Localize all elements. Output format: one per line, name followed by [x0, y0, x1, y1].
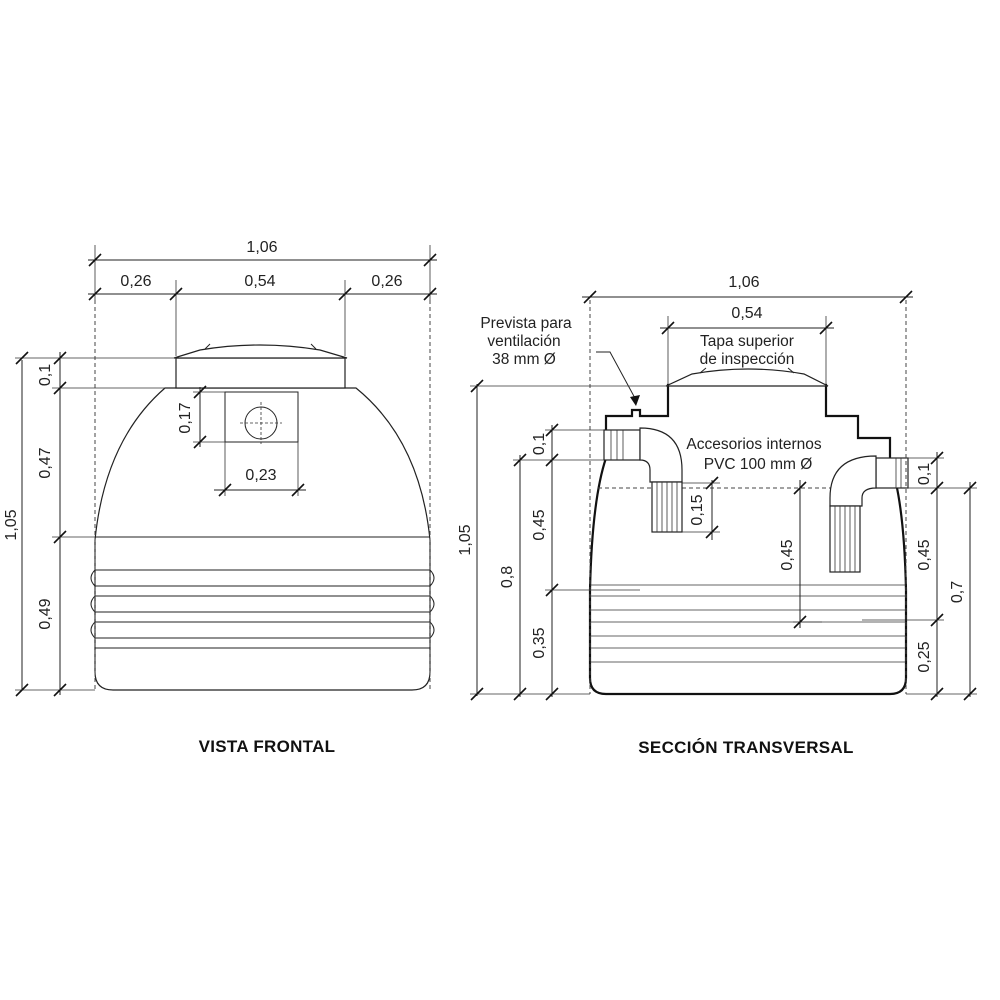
frontal-pipe-height-label: 0,17 [177, 402, 194, 433]
frontal-lid [173, 344, 348, 359]
frontal-right-side-label: 0,26 [371, 273, 402, 290]
vent-note-line3: 38 mm Ø [492, 351, 556, 368]
frontal-pipe-width-label: 0,23 [245, 467, 276, 484]
section-lid [665, 368, 829, 387]
section-caption: SECCIÓN TRANSVERSAL [638, 738, 853, 757]
frontal-view: 1,06 0,26 0,54 0,26 1,05 0,1 0,47 0,49 [3, 239, 437, 756]
section-right-bottom-label: 0,25 [916, 641, 933, 672]
frontal-upper-label: 0,47 [37, 447, 54, 478]
section-right-top-label: 0,1 [916, 463, 933, 485]
frontal-total-width-label: 1,06 [246, 239, 277, 256]
section-total-height-label: 1,05 [457, 524, 474, 555]
section-ribs [590, 584, 906, 663]
section-inner-drop-label: 0,15 [689, 494, 706, 525]
section-right-mid-label: 0,45 [916, 539, 933, 570]
vent-note-line2: ventilación [487, 333, 560, 350]
section-total-width-label: 1,06 [728, 274, 759, 291]
section-inlet-height-label: 0,8 [499, 566, 516, 588]
section-tank-outline [588, 383, 908, 696]
frontal-pipe-square [224, 391, 299, 443]
vent-leader [596, 351, 637, 401]
outlet-pipe-stub [875, 457, 909, 489]
section-inlet-fitting [603, 427, 683, 533]
lid-note-line2: de inspección [700, 351, 795, 368]
frontal-left-side-label: 0,26 [120, 273, 151, 290]
frontal-center-label: 0,54 [244, 273, 275, 290]
section-outlet-fitting [829, 455, 909, 573]
section-left-bottom-label: 0,35 [531, 627, 548, 658]
frontal-caption: VISTA FRONTAL [199, 737, 336, 756]
vent-note-line1: Prevista para [480, 315, 572, 332]
frontal-neck [175, 357, 346, 389]
inlet-elbow [639, 427, 683, 483]
vent-arrow [630, 395, 640, 406]
frontal-total-height-label: 1,05 [3, 509, 20, 540]
frontal-lid-label: 0,1 [37, 364, 54, 386]
section-outlet-height-label: 0,7 [949, 581, 966, 603]
frontal-tank-body [94, 387, 431, 691]
frontal-lower-label: 0,49 [37, 598, 54, 629]
accessories-note-line1: Accesorios internos [686, 436, 822, 453]
section-lid-width-label: 0,54 [731, 305, 762, 322]
section-left-mid-label: 0,45 [531, 509, 548, 540]
section-view: 1,06 0,54 Prevista para ventilación 38 m… [457, 274, 977, 757]
section-left-top-label: 0,1 [531, 433, 548, 455]
inlet-pipe-stub [603, 429, 641, 461]
accessories-note-line2: PVC 100 mm Ø [704, 456, 813, 473]
lid-note-line1: Tapa superior [700, 333, 794, 350]
outlet-elbow [829, 455, 877, 507]
section-inner-level-label: 0,45 [779, 539, 796, 570]
